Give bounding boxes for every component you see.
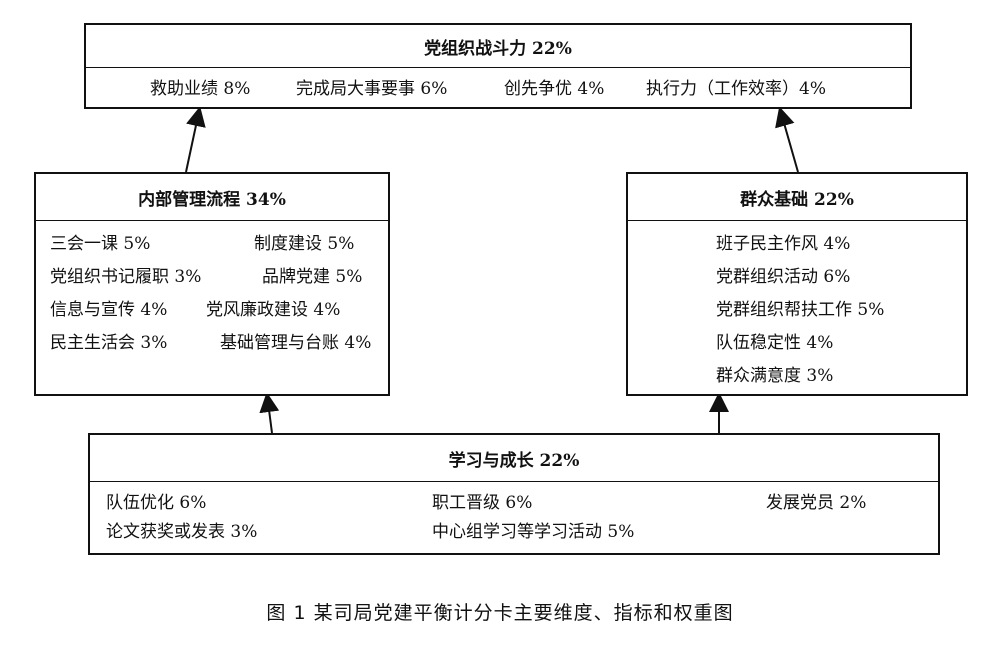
- left-item: 民主生活会 3%: [50, 333, 168, 353]
- arrow-bottom-to-left: [259, 392, 280, 434]
- right-item: 群众满意度 3%: [716, 366, 834, 386]
- left-item: 信息与宣传 4%: [50, 300, 168, 320]
- bottom-item: 队伍优化 6%: [106, 493, 207, 513]
- left-item: 党风廉政建设 4%: [206, 300, 341, 320]
- left-item: 制度建设 5%: [254, 234, 355, 254]
- top-item: 执行力（工作效率）4%: [646, 79, 826, 99]
- bottom-item: 发展党员 2%: [766, 493, 867, 513]
- right-item: 队伍稳定性 4%: [716, 333, 834, 353]
- bottom-box: 学习与成长 22% 队伍优化 6% 职工晋级 6% 发展党员 2% 论文获奖或发…: [88, 433, 940, 555]
- right-item: 党群组织帮扶工作 5%: [716, 300, 885, 320]
- left-item: 党组织书记履职 3%: [50, 267, 202, 287]
- bottom-item: 职工晋级 6%: [432, 493, 533, 513]
- top-item: 完成局大事要事 6%: [296, 79, 448, 99]
- right-item: 班子民主作风 4%: [716, 234, 851, 254]
- left-item: 品牌党建 5%: [262, 267, 363, 287]
- top-item: 创先争优 4%: [504, 79, 605, 99]
- right-box-title: 群众基础 22%: [628, 174, 966, 221]
- arrow-left-to-top: [185, 106, 206, 173]
- figure-caption: 图 1 某司局党建平衡计分卡主要维度、指标和权重图: [266, 602, 734, 624]
- top-box-title: 党组织战斗力 22%: [86, 25, 910, 68]
- arrow-right-to-top: [775, 106, 799, 173]
- bottom-item: 论文获奖或发表 3%: [106, 522, 258, 542]
- top-box: 党组织战斗力 22% 救助业绩 8% 完成局大事要事 6% 创先争优 4% 执行…: [84, 23, 912, 109]
- right-box: 群众基础 22% 班子民主作风 4% 党群组织活动 6% 党群组织帮扶工作 5%…: [626, 172, 968, 396]
- left-box-title: 内部管理流程 34%: [36, 174, 388, 221]
- bottom-box-title: 学习与成长 22%: [90, 435, 938, 482]
- left-box: 内部管理流程 34% 三会一课 5% 制度建设 5% 党组织书记履职 3% 品牌…: [34, 172, 390, 396]
- left-item: 三会一课 5%: [50, 234, 151, 254]
- top-item: 救助业绩 8%: [150, 79, 251, 99]
- left-item: 基础管理与台账 4%: [220, 333, 372, 353]
- right-item: 党群组织活动 6%: [716, 267, 851, 287]
- bottom-item: 中心组学习等学习活动 5%: [432, 522, 635, 542]
